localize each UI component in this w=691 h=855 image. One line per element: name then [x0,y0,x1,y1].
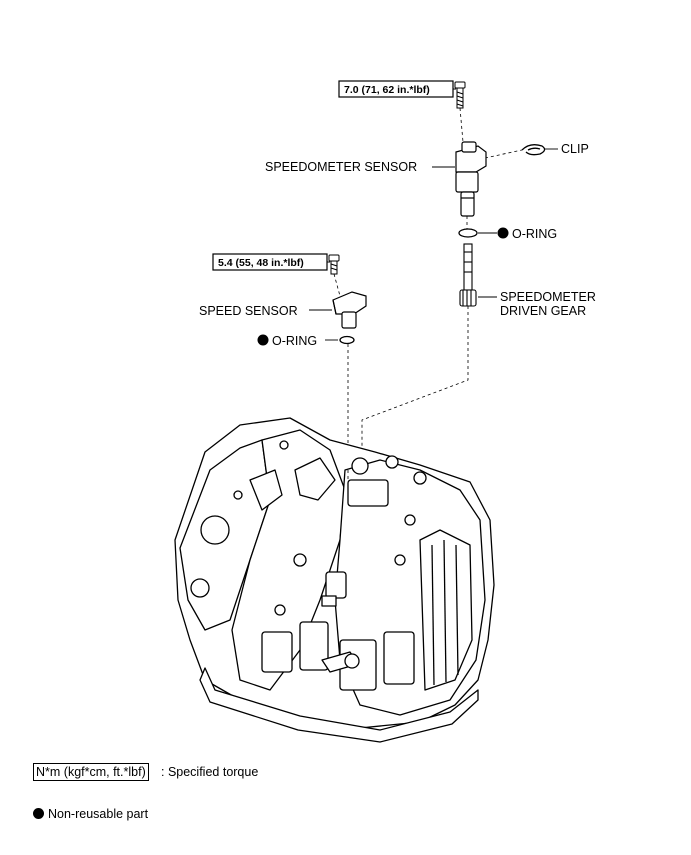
nonreusable-text: Non-reusable part [48,807,149,821]
bolt-top [454,81,466,109]
oring-lower-part [339,335,355,345]
speedometer-driven-gear-label-line1: SPEEDOMETER [500,290,596,304]
speedometer-sensor-label: SPEEDOMETER SENSOR [265,160,417,174]
torque-mid-label: 5.4 (55, 48 in.*lbf) [218,257,304,269]
bolt-mid [328,254,340,275]
torque-unit-legend-box: N*m (kgf*cm, ft.*lbf) [33,763,149,781]
clip-label: CLIP [561,142,589,156]
clip-part [521,144,546,156]
torque-desc-text: : Specified torque [161,765,259,779]
speed-sensor-part [332,291,367,329]
oring-upper-label: O-RING [512,227,557,241]
speedometer-driven-gear-label-line2: DRIVEN GEAR [500,304,586,318]
torque-unit-text: N*m (kgf*cm, ft.*lbf) [36,765,146,779]
nonreusable-dot-icon [257,334,269,346]
speedometer-sensor-part [455,141,487,217]
torque-top-label: 7.0 (71, 62 in.*lbf) [344,84,430,96]
oring-upper-part [458,228,478,238]
speedometer-driven-gear-part [459,243,477,307]
nonreusable-legend: Non-reusable part [33,806,148,822]
nonreusable-dot-icon [33,808,44,819]
oring-lower-label: O-RING [272,334,317,348]
speed-sensor-label: SPEED SENSOR [199,304,298,318]
nonreusable-dot-icon [497,227,509,239]
transaxle-assembly [174,417,495,743]
torque-callout-top: 7.0 (71, 62 in.*lbf) [338,80,456,98]
torque-callout-mid: 5.4 (55, 48 in.*lbf) [212,253,330,271]
